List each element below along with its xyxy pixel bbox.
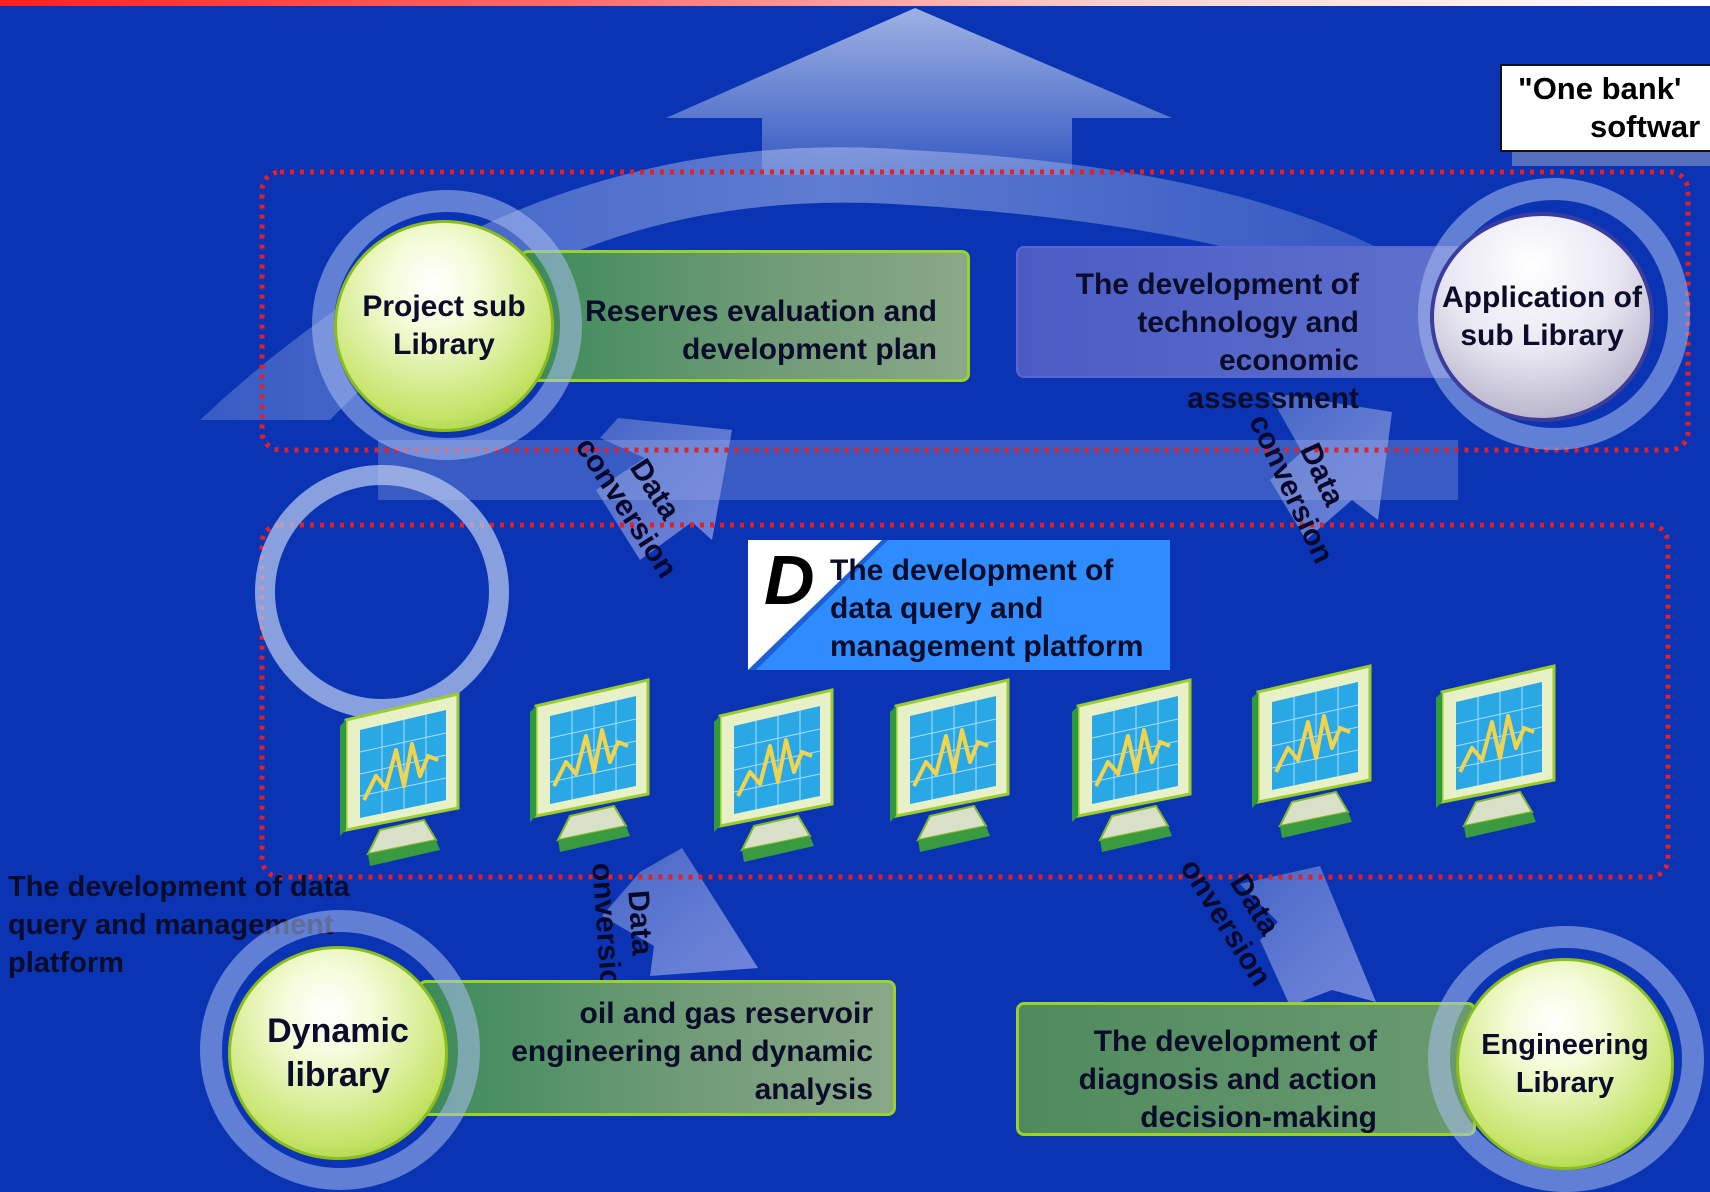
technology-economic-box: The development of technology and econom… [1016,246,1466,415]
tech-line-3: assessment [1187,382,1359,415]
side-label-line-1: The development of data [8,871,350,903]
one-bank-callout: "One bank' softwar [1500,64,1710,152]
data-platform-box: D The development of data query and mana… [748,540,1170,670]
tech-line-2: technology and economic [1137,306,1359,377]
data-conversion-label-3: Data onversio [584,859,661,989]
data-conversion-arrow-2 [1268,392,1392,540]
dynamic-library-label-2: library [286,1056,390,1094]
chart-monitor-icon [530,676,660,861]
reservoir-line-1: oil and gas reservoir [579,997,873,1030]
engineering-library-label-2: Library [1515,1067,1615,1099]
diagnosis-line-3: decision-making [1140,1101,1377,1134]
top-dashed-frame [259,169,1691,453]
chart-monitor-icon [714,686,844,871]
empty-ring [255,465,509,719]
diagnosis-line-1: The development of [1093,1025,1377,1058]
platform-line-3: management platform [830,630,1144,663]
top-accent-bar [0,0,1710,6]
engineering-library-circle: Engineering Library [1456,958,1674,1170]
platform-line-2: data query and [830,592,1044,625]
side-platform-label: The development of data query and manage… [8,868,350,982]
chart-monitor-icon [1436,662,1566,847]
project-library-label-1: Project sub [362,290,526,323]
reserves-evaluation-box: Reserves evaluation and development plan [520,250,970,382]
chart-monitor-icon [890,676,1020,861]
project-library-label-2: Library [393,328,495,361]
platform-text: The development of data query and manage… [830,552,1143,666]
project-sub-library-circle: Project sub Library [334,220,554,432]
chart-monitor-icon [1252,662,1382,847]
diagnosis-line-2: diagnosis and action [1078,1063,1377,1096]
reservoir-engineering-box: oil and gas reservoir engineering and dy… [418,980,896,1116]
side-label-line-3: platform [8,947,124,979]
reserves-line-1: Reserves evaluation and [585,295,937,328]
chart-monitor-icon [1072,676,1202,861]
diagnosis-decision-box: The development of diagnosis and action … [1016,1002,1476,1136]
platform-line-1: The development of [830,554,1114,587]
callout-line-1: "One bank' [1518,71,1682,106]
dynamic-library-circle: Dynamic library [228,946,448,1160]
engineering-library-label-1: Engineering [1481,1029,1649,1061]
reservoir-line-2: engineering and dynamic [511,1035,873,1068]
chart-monitor-icon [340,690,470,875]
application-library-label-2: sub Library [1460,319,1624,352]
reservoir-line-3: analysis [754,1073,873,1106]
dynamic-library-label-1: Dynamic [267,1012,409,1050]
application-sub-library-circle: Application of sub Library [1430,212,1654,422]
upward-arrow-shape [666,8,1172,175]
data-conversion-arrow-4 [1240,866,1376,1006]
data-conversion-arrow-3 [602,848,758,976]
tech-line-1: The development of [1075,268,1359,301]
reserves-line-2: development plan [681,333,937,366]
application-library-label-1: Application of [1442,281,1642,314]
platform-initial: D [764,541,815,619]
callout-line-2: softwar [1590,109,1701,144]
platform-triangle-icon [748,540,888,670]
